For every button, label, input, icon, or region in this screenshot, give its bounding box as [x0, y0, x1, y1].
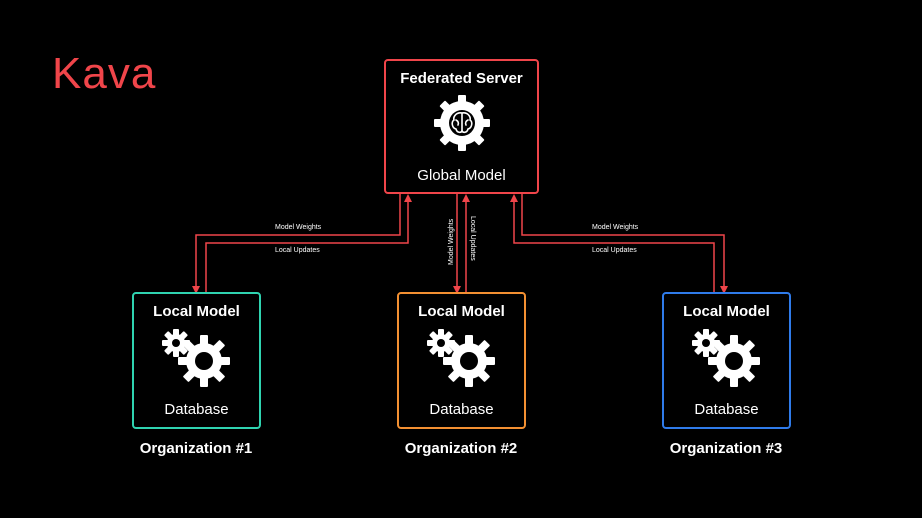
server-title: Federated Server [400, 70, 523, 87]
org1-updates-wire [205, 194, 412, 292]
organization-label-1: Organization #1 [139, 440, 253, 457]
server-subtitle: Global Model [417, 167, 506, 184]
database-label: Database [694, 401, 759, 418]
org1-updates-label: Local Updates [275, 247, 320, 254]
federated-server-box: Federated Server Global Model [384, 59, 539, 194]
local-model-box-3: Local Model Database [662, 292, 791, 429]
organization-label-2: Organization #2 [404, 440, 518, 457]
org2-updates-label: Local Updates [469, 216, 476, 261]
org2-weights-label: Model Weights [448, 218, 455, 265]
org3-updates-label: Local Updates [592, 247, 637, 254]
gears-icon [161, 329, 230, 387]
brain-gear-icon [433, 95, 490, 151]
kava-logo: Kava [52, 49, 157, 98]
local-model-title: Local Model [153, 303, 240, 320]
local-model-title: Local Model [418, 303, 505, 320]
org1-weights-label: Model Weights [275, 224, 322, 231]
gears-icon [691, 329, 760, 387]
org3-weights-label: Model Weights [592, 224, 639, 231]
local-model-title: Local Model [683, 303, 770, 320]
org3-updates-wire [510, 194, 715, 292]
database-label: Database [164, 401, 229, 418]
gears-icon [426, 329, 495, 387]
org1-weights-wire [192, 194, 401, 294]
database-label: Database [429, 401, 494, 418]
local-model-box-1: Local Model Database [132, 292, 261, 429]
local-model-box-2: Local Model Database [397, 292, 526, 429]
org3-weights-wire [521, 194, 728, 294]
organization-label-3: Organization #3 [669, 440, 783, 457]
